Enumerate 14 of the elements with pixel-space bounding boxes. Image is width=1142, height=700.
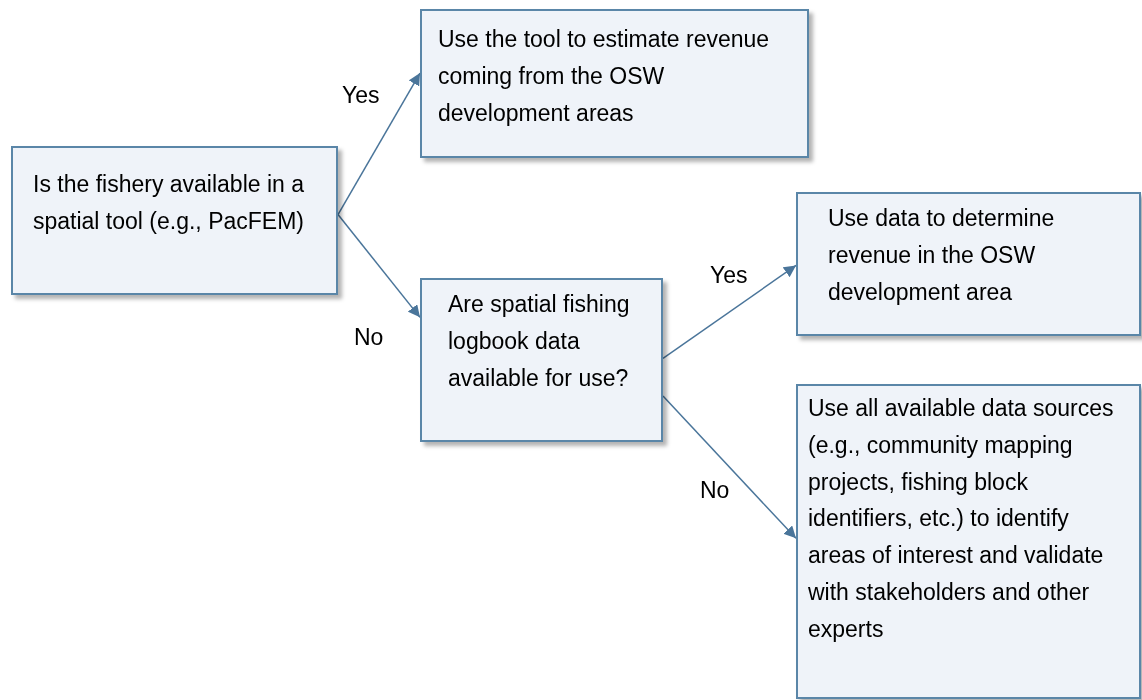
box-text: Use data to determine revenue in the OSW development area <box>828 204 1056 307</box>
process-box <box>420 278 663 442</box>
box-text: Use all available data sources (e.g., community mapping projects, fishing block identifiers, etc.) to identify areas of interest and validate with stakeholders and other experts <box>808 394 1115 644</box>
process-box <box>796 384 1141 699</box>
arrow <box>662 395 797 540</box>
process-box <box>11 146 338 295</box>
box-text: Is the fishery available in a spatial tool (e.g., PacFEM) <box>33 170 306 236</box>
process-box <box>420 9 809 158</box>
arrow <box>662 264 797 360</box>
process-box <box>796 192 1141 336</box>
box-text: Are spatial fishing logbook data available for use? <box>448 290 631 393</box>
box-text: Use the tool to estimate revenue coming from the OSW development areas <box>438 25 771 128</box>
arrow <box>337 213 421 319</box>
arrow <box>337 72 421 216</box>
